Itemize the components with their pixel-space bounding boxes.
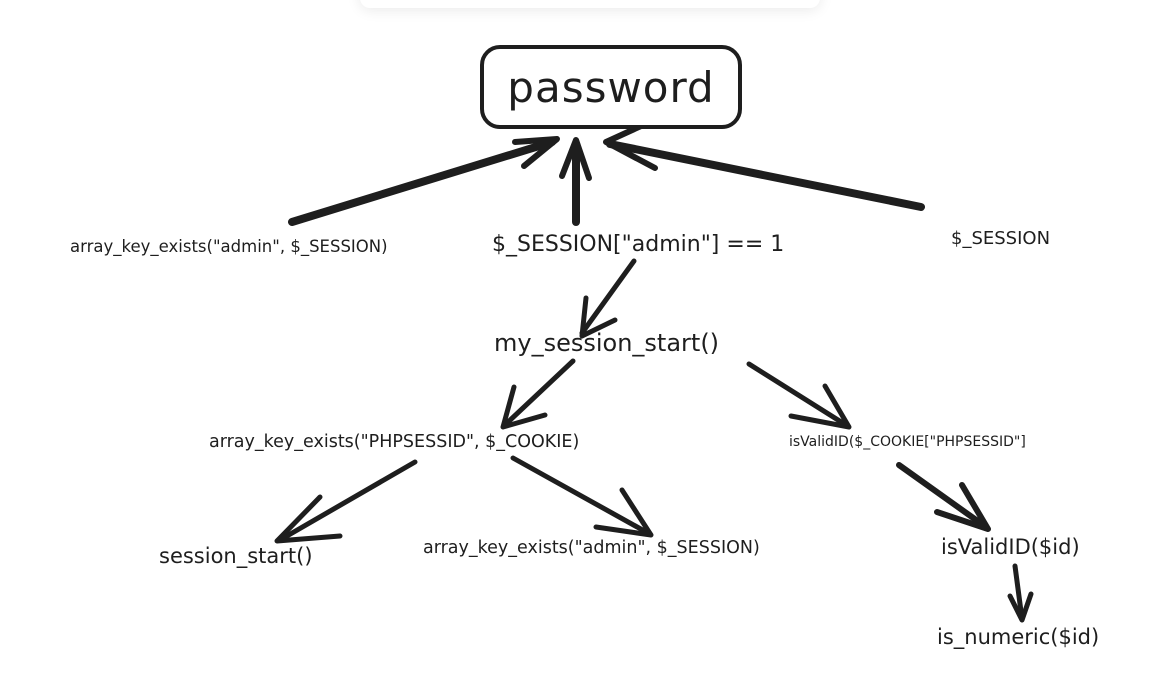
edge-session-admin-eq-to-password [559, 137, 592, 226]
node-session-start: session_start() [159, 544, 313, 568]
edge-my-session-start-to-key-exists-phpsessid [500, 358, 576, 430]
canvas-toolbar-edge [360, 0, 820, 8]
edge-is-valid-id-cookie-to-is-valid-id [896, 462, 991, 532]
node-session-variable: $_SESSION [951, 228, 1051, 249]
password-node-box [480, 45, 742, 129]
edge-key-exists-phpsessid-to-key-exists-admin-bottom [510, 455, 654, 538]
edge-key-exists-phpsessid-to-session-start [274, 459, 418, 544]
node-array-key-exists-admin-bottom: array_key_exists("admin", $_SESSION) [423, 538, 760, 558]
node-is-valid-id-cookie: isValidID($_COOKIE["PHPSESSID"] [789, 434, 1026, 450]
edge-key-exists-admin-to-password [288, 136, 560, 226]
node-is-numeric: is_numeric($id) [937, 625, 1100, 649]
edge-my-session-start-to-is-valid-id-cookie [746, 361, 852, 430]
node-array-key-exists-phpsessid: array_key_exists("PHPSESSID", $_COOKIE) [209, 432, 580, 452]
edge-session-var-to-password [603, 123, 925, 211]
node-my-session-start: my_session_start() [494, 329, 720, 357]
node-session-admin-equals-one: $_SESSION["admin"] == 1 [492, 232, 785, 257]
edge-is-valid-id-to-is-numeric [1007, 563, 1034, 623]
node-array-key-exists-admin-top: array_key_exists("admin", $_SESSION) [70, 237, 388, 256]
node-is-valid-id: isValidID($id) [941, 535, 1080, 559]
edge-session-admin-eq-to-my-session-start [579, 258, 637, 339]
password-node-label: password [507, 62, 715, 112]
